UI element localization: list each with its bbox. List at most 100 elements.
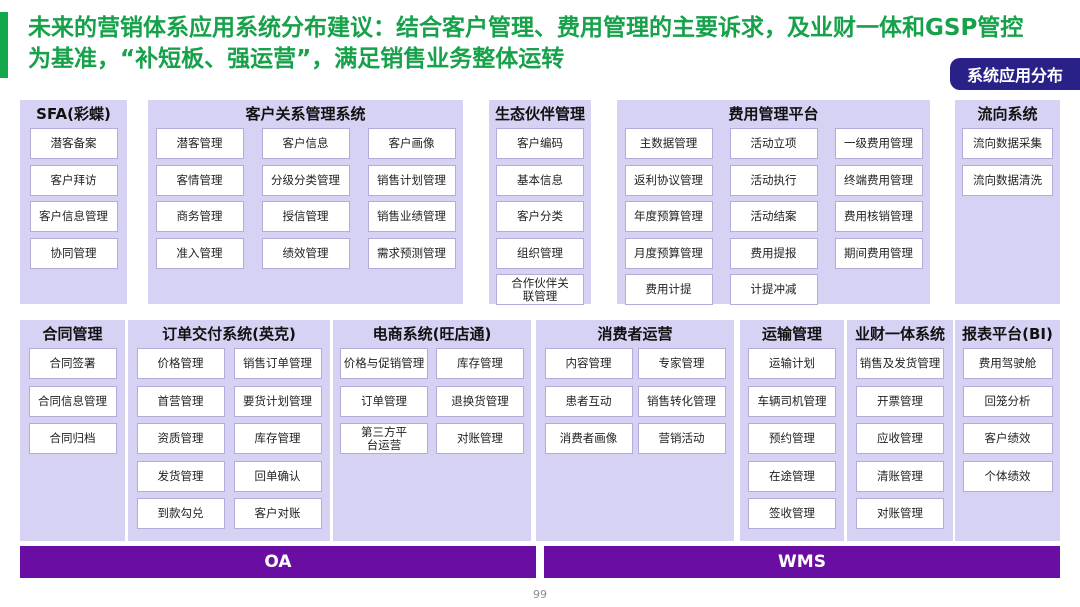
module-item: 发货管理 — [136, 460, 225, 492]
module-item: 客户绩效 — [962, 423, 1053, 454]
panel-title: 生态伙伴管理 — [494, 105, 585, 123]
module-item: 客户编码 — [496, 128, 584, 159]
module-item: 营销活动 — [637, 423, 726, 454]
module-item: 月度预算管理 — [624, 237, 713, 269]
panel-title: 报表平台(BI) — [962, 325, 1053, 343]
module-item: 客户画像 — [367, 128, 456, 159]
bottom-system-panel: 电商系统(旺店通) 价格与促销管理库存管理订单管理退换货管理第三方平台运营对账管理 — [333, 320, 531, 541]
module-item: 准入管理 — [155, 237, 244, 269]
module-item: 资质管理 — [136, 423, 225, 454]
module-item: 到款勾兑 — [136, 498, 225, 529]
module-item: 合同归档 — [28, 423, 117, 454]
module-item: 流向数据采集 — [962, 128, 1053, 159]
module-item: 退换货管理 — [436, 385, 524, 417]
top-system-panel: 生态伙伴管理客户编码基本信息客户分类组织管理合作伙伴关联管理 — [489, 100, 591, 305]
module-item: 基本信息 — [496, 164, 584, 196]
module-item: 潜客备案 — [29, 128, 118, 159]
top-system-panel: 流向系统流向数据采集流向数据清洗 — [955, 100, 1060, 304]
page-number: 99 — [533, 588, 547, 601]
module-item: 清账管理 — [856, 460, 944, 492]
module-item: 流向数据清洗 — [962, 164, 1053, 196]
module-item: 回笼分析 — [962, 385, 1053, 417]
module-item: 销售计划管理 — [367, 164, 456, 196]
oa-bar: OA — [20, 546, 536, 578]
module-item: 消费者画像 — [544, 423, 633, 454]
module-item: 运输计划 — [748, 348, 836, 379]
panel-title: 客户关系管理系统 — [245, 105, 366, 123]
module-item: 专家管理 — [637, 348, 726, 379]
panel-title: 流向系统 — [977, 105, 1038, 123]
bottom-system-panel: 消费者运营内容管理专家管理患者互动销售转化管理消费者画像营销活动 — [536, 320, 734, 541]
bottom-system-panel: 业财一体系统销售及发货管理开票管理应收管理清账管理对账管理 — [847, 320, 953, 541]
module-item: 费用提报 — [729, 237, 818, 269]
bottom-system-panel: 报表平台(BI) 费用驾驶舱回笼分析客户绩效个体绩效 — [955, 320, 1060, 541]
bottom-system-panel: 合同管理合同签署合同信息管理合同归档 — [20, 320, 125, 541]
top-system-panel: 费用管理平台主数据管理活动立项一级费用管理返利协议管理活动执行终端费用管理年度预… — [617, 100, 930, 305]
page-title: 未来的营销体系应用系统分布建议：结合客户管理、费用管理的主要诉求，及业财一体和G… — [28, 15, 1024, 72]
module-item: 合同信息管理 — [28, 385, 117, 417]
module-item: 授信管理 — [261, 201, 350, 232]
top-system-panel: 客户关系管理系统潜客管理客户信息客户画像客情管理分级分类管理销售计划管理商务管理… — [148, 100, 463, 304]
module-item: 客户信息管理 — [29, 201, 118, 232]
module-item: 对账管理 — [436, 423, 524, 454]
module-item: 客户分类 — [496, 201, 584, 232]
module-item: 活动执行 — [729, 164, 818, 196]
module-item: 车辆司机管理 — [748, 385, 836, 417]
module-item: 终端费用管理 — [834, 164, 923, 196]
panel-title: 费用管理平台 — [728, 105, 819, 123]
module-item: 销售业绩管理 — [367, 201, 456, 232]
bottom-system-panel: 运输管理运输计划车辆司机管理预约管理在途管理签收管理 — [740, 320, 844, 541]
module-item: 对账管理 — [856, 498, 944, 529]
panel-title: SFA(彩蝶) — [36, 105, 111, 123]
module-item: 合作伙伴关联管理 — [496, 274, 584, 305]
module-item: 商务管理 — [155, 201, 244, 232]
module-item: 价格管理 — [136, 348, 225, 379]
module-item: 计提冲减 — [729, 274, 818, 305]
module-item: 销售订单管理 — [233, 348, 322, 379]
module-item: 客户对账 — [233, 498, 322, 529]
module-item: 潜客管理 — [155, 128, 244, 159]
wms-bar: WMS — [544, 546, 1060, 578]
module-item: 费用计提 — [624, 274, 713, 305]
module-item: 销售及发货管理 — [856, 348, 944, 379]
panel-title: 订单交付系统(英克) — [162, 325, 296, 343]
module-item: 在途管理 — [748, 460, 836, 492]
module-item: 期间费用管理 — [834, 237, 923, 269]
module-item: 库存管理 — [233, 423, 322, 454]
module-item: 分级分类管理 — [261, 164, 350, 196]
module-item: 活动结案 — [729, 201, 818, 232]
panel-title: 消费者运营 — [597, 325, 673, 343]
module-item: 活动立项 — [729, 128, 818, 159]
module-item: 预约管理 — [748, 423, 836, 454]
module-item: 订单管理 — [340, 385, 428, 417]
module-item: 费用驾驶舱 — [962, 348, 1053, 379]
module-item: 签收管理 — [748, 498, 836, 529]
module-item: 内容管理 — [544, 348, 633, 379]
module-item: 患者互动 — [544, 385, 633, 417]
panel-title: 电商系统(旺店通) — [372, 325, 492, 343]
module-item: 客户拜访 — [29, 164, 118, 196]
panel-title: 运输管理 — [761, 325, 822, 343]
module-item: 需求预测管理 — [367, 237, 456, 269]
top-system-panel: SFA(彩蝶) 潜客备案客户拜访客户信息管理协同管理 — [20, 100, 127, 304]
module-item: 回单确认 — [233, 460, 322, 492]
module-item: 首营管理 — [136, 385, 225, 417]
module-item: 客户信息 — [261, 128, 350, 159]
module-item: 客情管理 — [155, 164, 244, 196]
module-item: 第三方平台运营 — [340, 423, 428, 454]
module-item: 库存管理 — [436, 348, 524, 379]
module-item: 价格与促销管理 — [340, 348, 428, 379]
panel-title: 业财一体系统 — [854, 325, 945, 343]
panel-title: 合同管理 — [42, 325, 103, 343]
module-item: 协同管理 — [29, 237, 118, 269]
title-accent-bar — [0, 12, 8, 78]
module-item: 合同签署 — [28, 348, 117, 379]
section-badge: 系统应用分布 — [950, 58, 1080, 90]
module-item: 主数据管理 — [624, 128, 713, 159]
module-item: 费用核销管理 — [834, 201, 923, 232]
module-item: 个体绩效 — [962, 460, 1053, 492]
module-item: 要货计划管理 — [233, 385, 322, 417]
module-item: 销售转化管理 — [637, 385, 726, 417]
module-item: 返利协议管理 — [624, 164, 713, 196]
module-item: 一级费用管理 — [834, 128, 923, 159]
